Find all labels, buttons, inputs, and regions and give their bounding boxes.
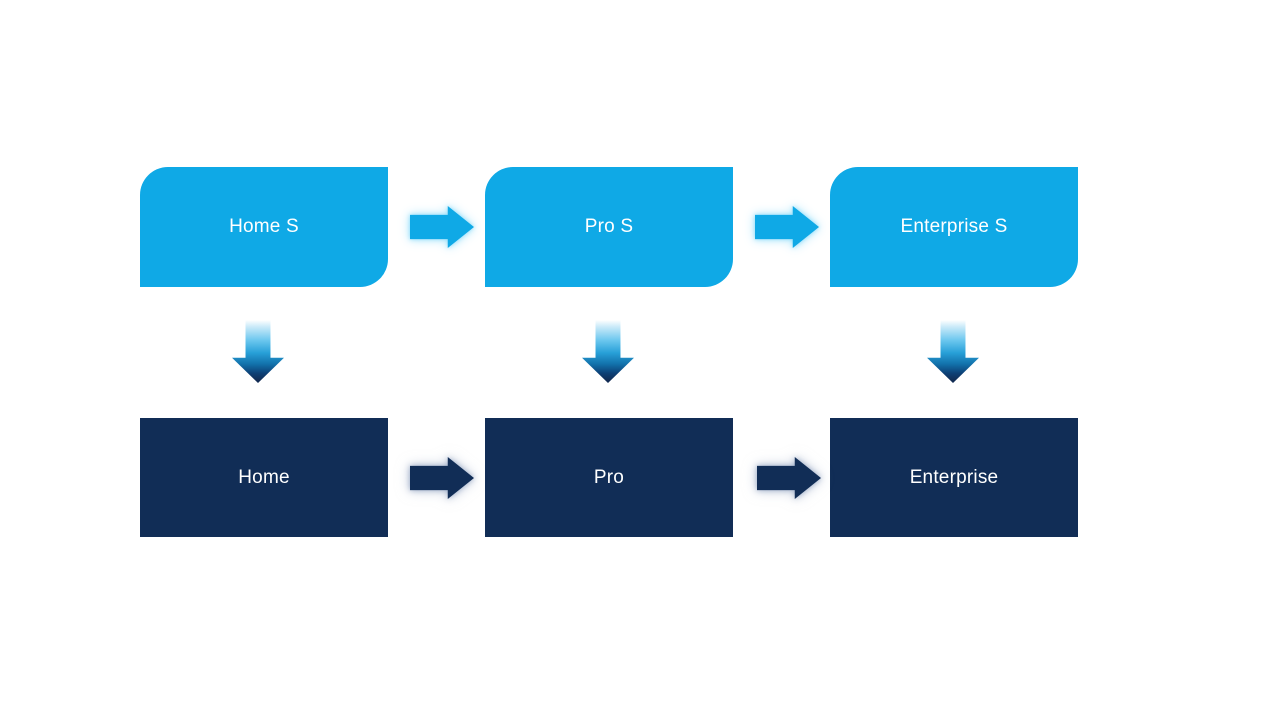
node-label: Pro: [593, 466, 625, 488]
node-enterprise-s: Enterprise S: [830, 167, 1078, 287]
down-arrow-shape: [927, 320, 979, 383]
down-arrow-shape: [232, 320, 284, 383]
right-arrow-icon-pro-s-to-enterprise-s: [755, 206, 819, 248]
node-label: Enterprise: [909, 466, 999, 488]
right-arrow-icon-pro-to-enterprise: [757, 457, 821, 499]
node-enterprise: Enterprise: [830, 418, 1078, 537]
right-arrow-icon-home-s-to-pro-s: [410, 206, 474, 248]
right-arrow-shape: [755, 206, 819, 248]
node-label: Home S: [229, 216, 299, 237]
node-label: Enterprise S: [900, 216, 1008, 237]
right-arrow-shape: [757, 457, 821, 499]
right-arrow-shape: [410, 457, 474, 499]
node-home: Home: [140, 418, 388, 537]
down-arrow-icon-pro-s-to-pro: [582, 320, 634, 383]
right-arrow-shape: [410, 206, 474, 248]
node-label: Home: [238, 466, 290, 488]
node-home-s: Home S: [140, 167, 388, 287]
node-pro: Pro: [485, 418, 733, 537]
node-pro-s: Pro S: [485, 167, 733, 287]
down-arrow-icon-enterprise-s-to-enterprise: [927, 320, 979, 383]
right-arrow-icon-home-to-pro: [410, 457, 474, 499]
down-arrow-shape: [582, 320, 634, 383]
node-label: Pro S: [584, 216, 634, 237]
down-arrow-icon-home-s-to-home: [232, 320, 284, 383]
